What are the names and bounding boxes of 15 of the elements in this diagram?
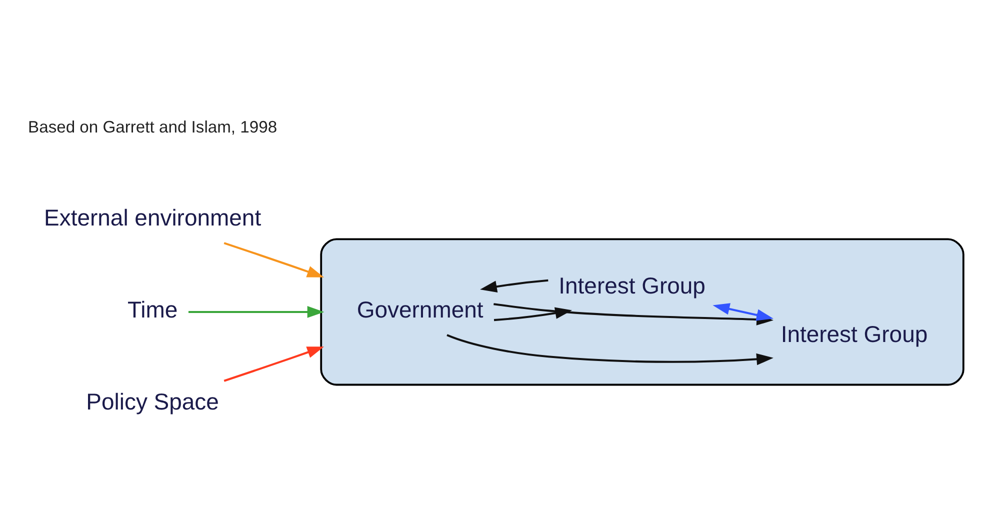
node-text: Time [127,296,178,322]
arrow [188,306,324,318]
cluster [320,238,964,386]
label: Based on Garrett and Islam, 1998 [28,116,278,136]
node-text: External environment [44,204,262,230]
node-text: Interest Group [780,320,928,346]
node-text: Policy Space [86,388,219,414]
arrow [224,242,324,277]
arrow [480,278,548,292]
node-text: Interest Group [558,272,706,298]
arrow [494,306,572,321]
node-text: Government [356,296,484,322]
arrow [224,346,324,382]
arrow [712,302,774,320]
arrow [446,334,774,365]
